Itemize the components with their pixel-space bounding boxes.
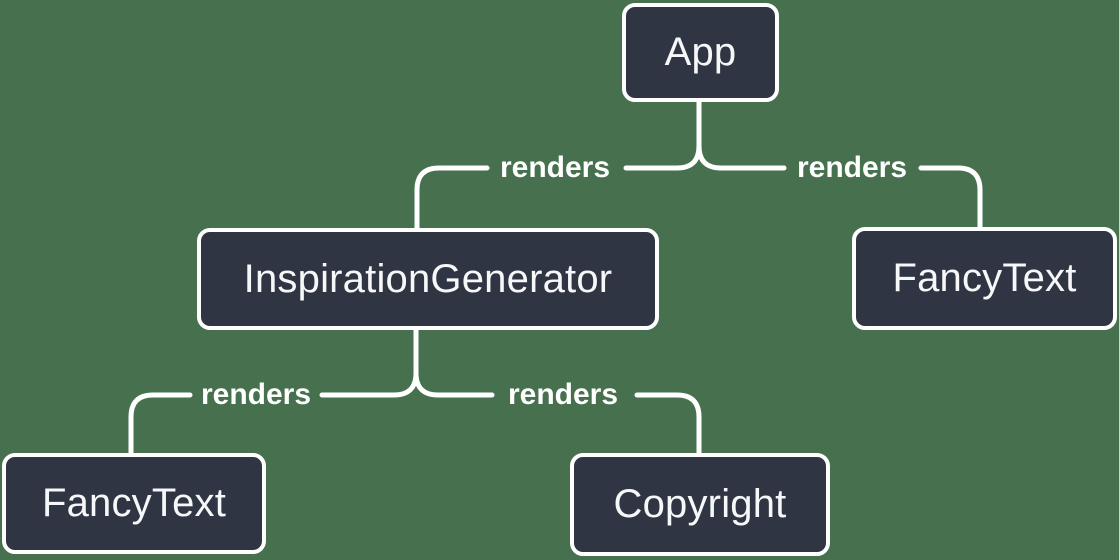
edge-label-ig-renders-fancy-text: renders xyxy=(200,378,312,411)
node-fancy-text-bottom: FancyText xyxy=(2,453,266,554)
edge-label-app-renders-fancy-text: renders xyxy=(796,151,908,184)
connector-app-right-flare xyxy=(696,143,787,171)
connector-ig-to-fancy-text xyxy=(128,392,193,456)
node-fancy-text-top: FancyText xyxy=(852,227,1117,330)
connector-app-to-inspiration-generator xyxy=(414,165,490,231)
node-inspiration-generator-label: InspirationGenerator xyxy=(243,256,613,301)
connector-ig-right-flare xyxy=(413,370,495,398)
connector-app-to-fancy-text xyxy=(918,165,983,230)
node-copyright: Copyright xyxy=(570,453,830,556)
edge-label-ig-renders-copyright: renders xyxy=(507,378,619,411)
node-app-label: App xyxy=(664,30,737,74)
node-app: App xyxy=(622,3,779,102)
node-copyright-label: Copyright xyxy=(613,482,787,526)
node-fancy-text-top-label: FancyText xyxy=(892,256,1077,300)
edge-label-app-renders-inspiration-generator: renders xyxy=(499,151,611,184)
connector-ig-to-copyright xyxy=(634,392,702,456)
connector-ig-stem-left-flare xyxy=(319,326,419,398)
node-fancy-text-bottom-label: FancyText xyxy=(41,481,227,525)
connector-app-stem-left-flare xyxy=(623,98,702,171)
node-inspiration-generator: InspirationGenerator xyxy=(197,228,659,330)
